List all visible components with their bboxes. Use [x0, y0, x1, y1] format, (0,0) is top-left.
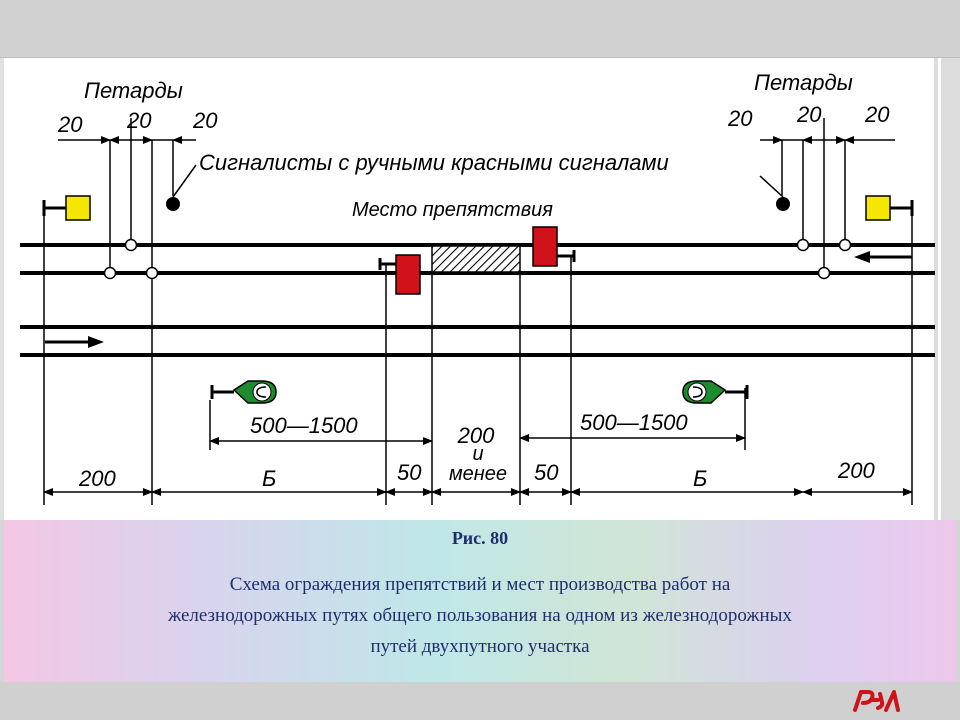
dim-b-right-label: Б [693, 466, 707, 491]
caution-sign-left-icon [42, 195, 91, 221]
figure-description: Схема ограждения препятствий и мест прои… [24, 569, 936, 662]
caption-panel: Рис. 80 Схема ограждения препятствий и м… [4, 520, 956, 682]
figure-title: Рис. 80 [451, 528, 509, 548]
direction-arrow-left-icon [854, 251, 912, 263]
petard-icon [124, 238, 138, 252]
petardy-left-label: Петарды [84, 78, 183, 103]
signalmen-label: Сигналисты с ручными красными сигналами [199, 150, 669, 175]
track-protection-diagram: Петарды Петарды 20 20 20 20 20 20 Сигнал… [20, 70, 935, 505]
dim-50-left-label: 50 [397, 460, 422, 485]
stop-sign-left-icon [378, 254, 421, 295]
rzd-logo-icon [853, 690, 900, 712]
left-border [0, 58, 4, 520]
obstruction-area [431, 245, 521, 273]
diagram-background [0, 58, 960, 520]
signalman-icon [776, 197, 790, 211]
signalman-leader-left [172, 164, 197, 198]
rails [20, 243, 935, 357]
petards-left [103, 238, 159, 280]
slow-sign-left-icon [210, 380, 277, 404]
right-border [934, 58, 960, 520]
petard-icon [817, 266, 831, 280]
range-left-label: 500—1500 [250, 413, 358, 438]
petardy-right-label: Петарды [754, 70, 853, 95]
direction-arrow-right-icon [45, 336, 104, 348]
spacing-label: 20 [864, 102, 890, 127]
spacing-label: 20 [192, 108, 218, 133]
petard-icon [145, 266, 159, 280]
spacing-label: 20 [727, 106, 753, 131]
description-line: путей двухпутного участка [370, 636, 590, 657]
stop-sign-right-icon [532, 226, 576, 267]
description-line: Схема ограждения препятствий и мест прои… [229, 574, 731, 595]
range-right-label: 500—1500 [580, 410, 688, 435]
mid-200-label: 200 [457, 423, 495, 448]
top-band [0, 0, 960, 58]
dim-200-right-label: 200 [837, 458, 875, 483]
spacing-label: 20 [796, 102, 822, 127]
petard-icon [838, 238, 852, 252]
petards-right [796, 238, 852, 280]
signalman-icon [166, 197, 180, 211]
description-line: железнодорожных путях общего пользования… [168, 605, 792, 626]
signalman-leader-right [759, 175, 784, 198]
footer-band [0, 682, 960, 720]
caution-sign-right-icon [865, 195, 914, 221]
petard-icon [103, 266, 117, 280]
mid-i-label: и [472, 443, 483, 465]
dim-b-left-label: Б [262, 466, 276, 491]
dim-50-right-label: 50 [534, 460, 559, 485]
petard-icon [796, 238, 810, 252]
mid-less-label: менее [449, 463, 507, 485]
dim-200-left-label: 200 [78, 466, 116, 491]
spacing-label: 20 [57, 112, 83, 137]
obstruction-label: Место препятствия [352, 199, 553, 221]
extension-lines [43, 118, 913, 505]
range-dimensions [209, 434, 746, 445]
slow-sign-right-icon [682, 380, 749, 404]
spacing-label: 20 [126, 108, 152, 133]
